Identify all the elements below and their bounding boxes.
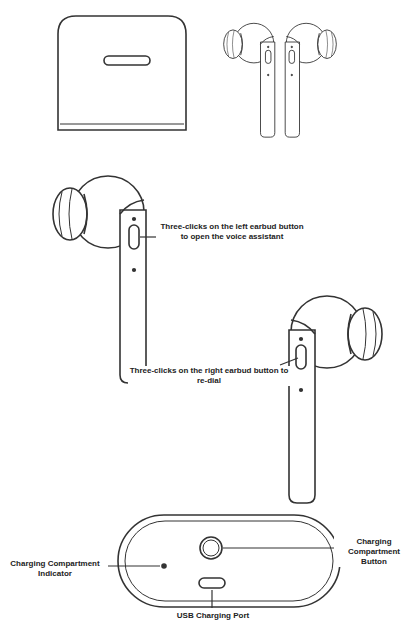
callout-label: USB Charging Port xyxy=(152,611,274,621)
callout-label: Three-clicks on the left earbud button t… xyxy=(158,222,306,242)
leader-line xyxy=(140,236,156,237)
leader-lines xyxy=(106,548,334,608)
callout-label: Charging Compartment Button xyxy=(334,537,414,567)
left-earbud xyxy=(53,176,146,383)
small-left-earbud xyxy=(224,23,275,137)
callout-label: Three-clicks on the right earbud button … xyxy=(128,366,290,386)
case-bottom xyxy=(118,515,340,607)
callout-label: Charging Compartment Indicator xyxy=(2,559,108,579)
right-earbud xyxy=(289,296,382,503)
leader-line xyxy=(280,358,298,365)
small-right-earbud xyxy=(285,23,336,137)
charging-case xyxy=(58,16,186,130)
